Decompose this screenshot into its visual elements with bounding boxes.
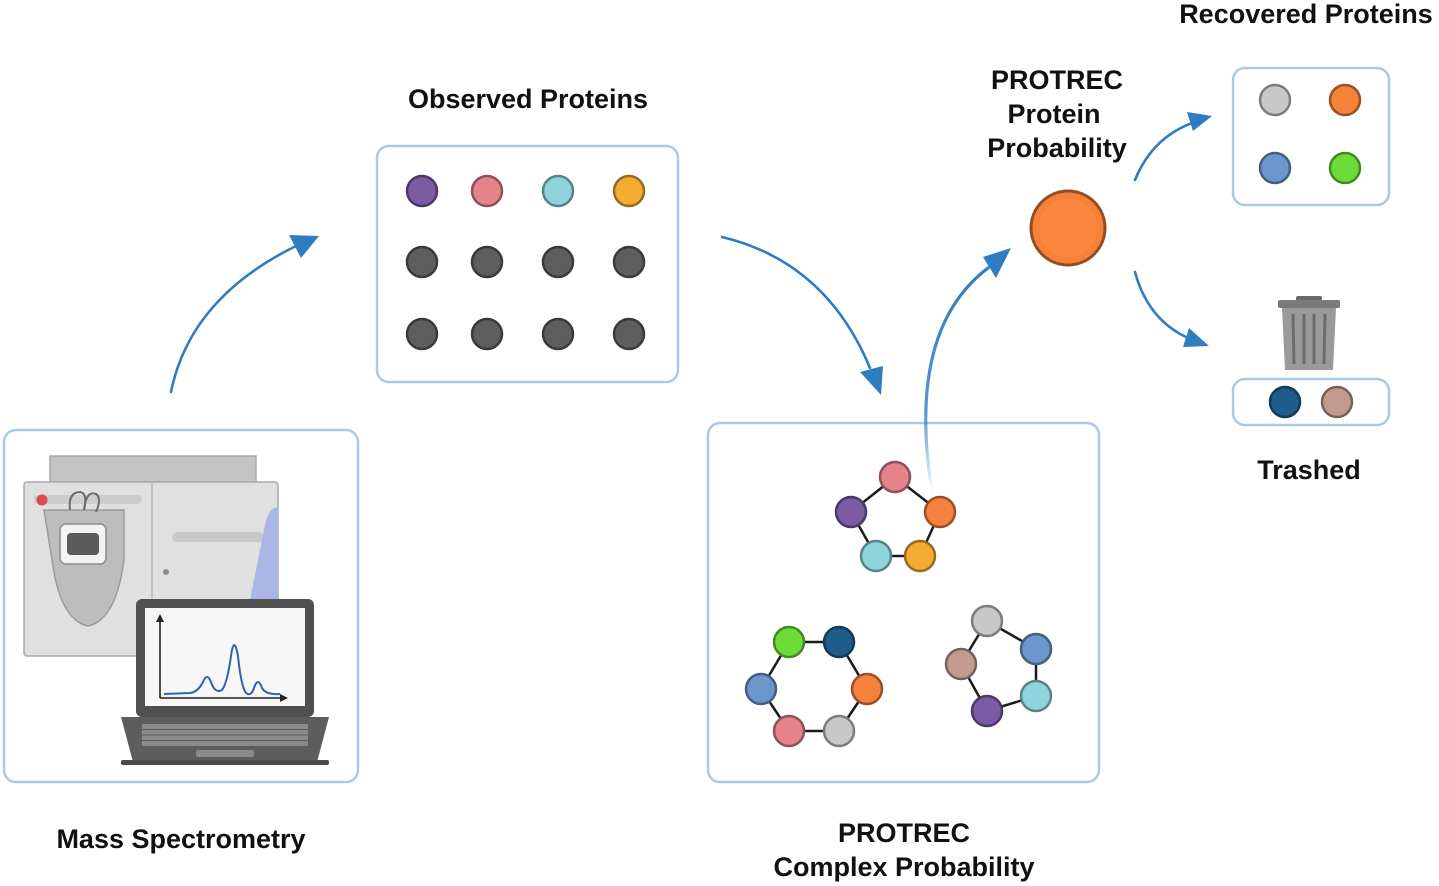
observed-proteins-grid — [405, 174, 646, 351]
protein-yellow — [903, 539, 937, 573]
arrow-complex-to-probability — [924, 248, 1011, 494]
protein-dark-gray — [470, 245, 504, 279]
trashed-proteins — [1268, 385, 1354, 419]
protein-dark-gray — [541, 245, 575, 279]
protein-navy — [1268, 385, 1302, 419]
protein-green — [1328, 151, 1362, 185]
recovered-proteins-grid — [1258, 83, 1362, 185]
mass-spectrometry-panel — [2, 428, 360, 784]
protrec-protein-label-line3: Probability — [987, 133, 1127, 163]
spectrum-plot-icon — [156, 614, 288, 702]
protein-pink — [878, 460, 912, 494]
protrec-complex-label-line2: Complex Probability — [773, 852, 1034, 882]
protrec-complex-label-line1: PROTREC — [838, 818, 970, 848]
protein-dark-gray — [541, 317, 575, 351]
protein-pink — [470, 174, 504, 208]
observed-proteins-panel — [375, 144, 680, 384]
mass-spectrometry-label: Mass Spectrometry — [56, 824, 305, 854]
protein-light-gray — [1258, 83, 1292, 117]
protrec-protein-label-line2: Protein — [1007, 99, 1100, 129]
protrec-protein-label-line1: PROTREC — [991, 65, 1123, 95]
laptop-icon — [121, 599, 329, 765]
arrow-observed-to-complex — [720, 235, 883, 395]
trashed-label: Trashed — [1257, 455, 1361, 485]
protein-complexes — [744, 460, 1053, 748]
protein-green — [772, 625, 806, 659]
protein-blue — [744, 672, 778, 706]
protein-light-gray — [822, 714, 856, 748]
protein-purple — [834, 495, 868, 529]
protein-blue — [1258, 151, 1292, 185]
arrow-probability-to-recovered — [1133, 112, 1212, 182]
protein-orange — [850, 672, 884, 706]
protein-probability-node — [1029, 189, 1107, 267]
protein-navy — [822, 625, 856, 659]
observed-proteins-label: Observed Proteins — [408, 84, 648, 114]
arrow-ms-to-observed — [169, 235, 319, 394]
protein-tan — [944, 647, 978, 681]
protein-yellow — [612, 174, 646, 208]
protein-dark-gray — [612, 317, 646, 351]
protein-orange — [923, 495, 957, 529]
protein-light-gray — [970, 604, 1004, 638]
recovered-proteins-panel — [1231, 66, 1391, 207]
protein-dark-gray — [612, 245, 646, 279]
protein-orange — [1328, 83, 1362, 117]
trashed-proteins-panel — [1231, 377, 1391, 427]
protein-blue — [1019, 632, 1053, 666]
trash-can-icon — [1278, 296, 1340, 370]
protein-purple — [970, 694, 1004, 728]
recovered-proteins-label: Recovered Proteins — [1179, 0, 1433, 29]
protrec-complex-panel — [706, 421, 1101, 784]
protein-cyan — [541, 174, 575, 208]
protein-dark-gray — [405, 317, 439, 351]
protein-dark-gray — [470, 317, 504, 351]
protein-pink — [772, 714, 806, 748]
arrow-probability-to-trashed — [1133, 270, 1209, 347]
protein-dark-gray — [405, 245, 439, 279]
protein-cyan — [1019, 679, 1053, 713]
protein-tan — [1320, 385, 1354, 419]
protein-purple — [405, 174, 439, 208]
protein-cyan — [859, 539, 893, 573]
